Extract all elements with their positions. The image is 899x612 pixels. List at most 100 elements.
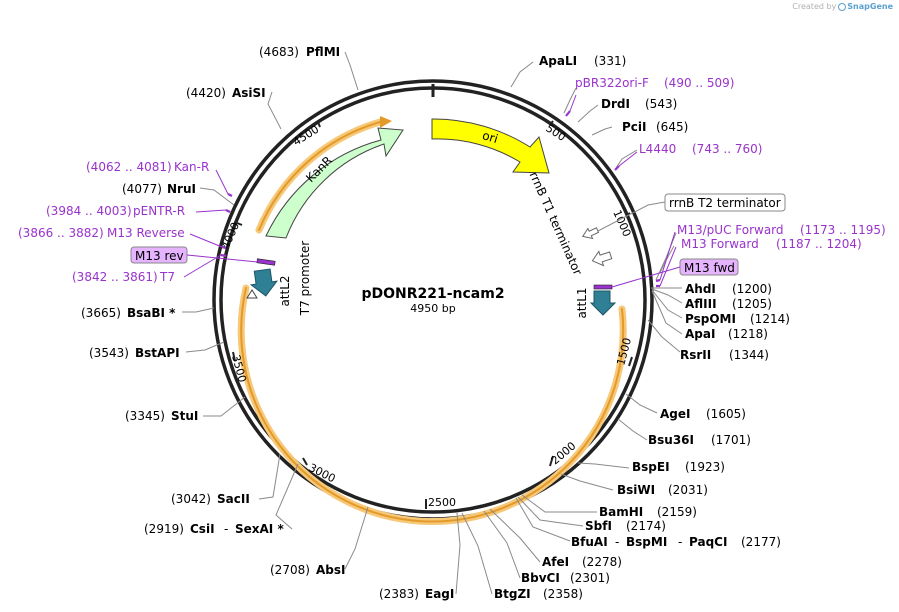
enzyme-name: DrdI xyxy=(601,97,630,111)
position-ticks: 500 1000 1500 2000 2500 3000 3500 4000 4… xyxy=(219,120,634,509)
watermark-prefix: Created by xyxy=(792,2,837,11)
enzyme-pos: (1200) xyxy=(732,282,772,296)
csii-line: (2919) CsiI - SexAI * xyxy=(144,522,284,536)
enzyme-pos: (331) xyxy=(594,54,626,68)
enzyme-name: BspMI xyxy=(626,535,667,549)
enzyme-pos: (3665) xyxy=(81,306,121,320)
primer-marks xyxy=(220,110,661,288)
primer-range: (4062 .. 4081) xyxy=(86,160,172,174)
enzyme-name: EagI xyxy=(425,587,454,601)
orange-regions xyxy=(237,116,627,525)
rrnb-t2-arrow xyxy=(581,227,600,240)
primer-label: M13 Forward xyxy=(681,237,759,251)
enzyme-name: StuI xyxy=(171,409,198,423)
enzyme-name: AsiSI xyxy=(232,86,266,100)
enzyme-pos: (645) xyxy=(656,120,688,134)
enzyme-pos: (2278) xyxy=(582,555,622,569)
watermark: Created by SnapGene xyxy=(792,2,893,11)
m13-fwd-label: M13 fwd xyxy=(684,261,735,275)
enzyme-sep: - xyxy=(615,535,619,549)
leader-lines xyxy=(182,51,683,595)
enzyme-name: SexAI * xyxy=(235,522,284,536)
enzyme-pos: (2358) xyxy=(543,587,583,601)
enzyme-name: RsrII xyxy=(680,348,711,362)
enzyme-pos: (1701) xyxy=(711,433,751,447)
primer-label: pENTR-R xyxy=(133,204,185,218)
enzyme-sep: - xyxy=(224,522,228,536)
primers-right: pBR322ori-F (490 .. 509) L4440 (743 .. 7… xyxy=(575,76,886,251)
enzyme-pos: (4683) xyxy=(259,45,299,59)
enzyme-name: AgeI xyxy=(660,407,690,421)
enzyme-pos: (1923) xyxy=(685,460,725,474)
enzymes-right: ApaLI (331) DrdI (543) PciI (645) AhdI (… xyxy=(494,54,790,601)
primer-label: pBR322ori-F xyxy=(575,76,649,90)
enzyme-name: BsaBI * xyxy=(127,306,176,320)
primer-label: M13/pUC Forward xyxy=(677,223,784,237)
t7-promoter-label: T7 promoter xyxy=(298,241,312,317)
enzyme-pos: (1218) xyxy=(728,327,768,341)
enzyme-pos: (4420) xyxy=(186,86,226,100)
enzyme-pos: (2177) xyxy=(741,535,781,549)
t7-promoter-arrow xyxy=(246,289,258,299)
enzyme-pos: (3543) xyxy=(89,346,129,360)
enzyme-pos: (2174) xyxy=(626,519,666,533)
enzyme-name: SbfI xyxy=(585,519,612,533)
primer-label: T7 xyxy=(159,270,175,284)
bfuai-line: BfuAI - BspMI - PaqCI (2177) xyxy=(571,535,781,549)
enzyme-name: PflMI xyxy=(306,45,340,59)
m13-rev-box: M13 rev xyxy=(130,246,258,264)
primer-range: (3984 .. 4003) xyxy=(46,204,132,218)
enzyme-name: ApaLI xyxy=(539,54,577,68)
m13-fwd-primer-bar xyxy=(593,284,613,290)
enzyme-pos: (1605) xyxy=(706,407,746,421)
m13-fwd-box: M13 fwd xyxy=(611,258,739,288)
tick-4500: 4500 xyxy=(291,123,322,149)
attl1-arrow xyxy=(589,290,617,316)
enzyme-pos: (2708) xyxy=(270,563,310,577)
enzyme-pos: (1344) xyxy=(729,348,769,362)
enzyme-name: BamHI xyxy=(599,505,643,519)
attl2-arrow xyxy=(249,268,278,297)
rrnb-t1-label: rrnB T1 terminator xyxy=(527,170,585,278)
tick-2500: 2500 xyxy=(428,496,456,509)
enzyme-name: PspOMI xyxy=(685,312,736,326)
primer-range: (743 .. 760) xyxy=(692,142,762,156)
attl2-label: attL2 xyxy=(278,275,292,306)
enzyme-name: CsiI xyxy=(190,522,215,536)
snapgene-logo-icon xyxy=(838,2,847,11)
enzyme-pos: (3042) xyxy=(171,492,211,506)
enzyme-pos: (2159) xyxy=(657,505,697,519)
watermark-brand: SnapGene xyxy=(847,2,893,11)
enzyme-name: AflIII xyxy=(685,297,717,311)
m13-rev-primer-bar xyxy=(256,258,276,266)
enzyme-name: BtgZI xyxy=(494,587,531,601)
enzyme-name: BfuAI xyxy=(571,535,608,549)
kanr-feature-arrow xyxy=(265,127,404,239)
primer-leaders xyxy=(183,94,677,287)
enzyme-name: NruI xyxy=(167,182,196,196)
enzyme-name: BbvCI xyxy=(521,571,560,585)
primer-range: (1187 .. 1204) xyxy=(776,237,862,251)
m13-rev-label: M13 rev xyxy=(135,249,184,263)
enzyme-name: SacII xyxy=(217,492,250,506)
enzyme-pos: (2919) xyxy=(144,522,184,536)
enzyme-pos: (1205) xyxy=(732,297,772,311)
enzyme-name: BsiWI xyxy=(617,483,655,497)
rrnb-t2-label: rrnB T2 terminator xyxy=(669,196,781,210)
enzyme-pos: (3345) xyxy=(125,409,165,423)
ori-label: ori xyxy=(481,128,500,146)
primer-label: L4440 xyxy=(639,142,676,156)
enzyme-pos: (2301) xyxy=(570,571,610,585)
primer-label: Kan-R xyxy=(174,160,209,174)
enzyme-name: PaqCI xyxy=(689,535,727,549)
enzyme-pos: (2031) xyxy=(668,483,708,497)
enzyme-name: AbsI xyxy=(316,563,345,577)
enzyme-pos: (2383) xyxy=(379,587,419,601)
primer-label: M13 Reverse xyxy=(107,226,185,240)
plasmid-size: 4950 bp xyxy=(410,302,455,315)
primer-range: (490 .. 509) xyxy=(664,76,734,90)
enzyme-sep: - xyxy=(678,535,682,549)
enzyme-name: PciI xyxy=(622,120,647,134)
enzyme-pos: (1214) xyxy=(750,312,790,326)
